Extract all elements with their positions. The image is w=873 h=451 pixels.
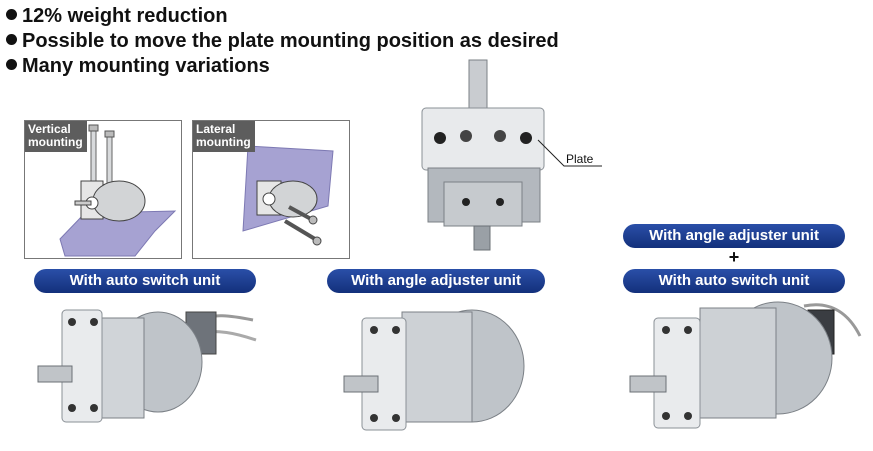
lateral-mounting-illustration [242, 145, 334, 246]
actuator-combo-image [629, 301, 862, 429]
feature-item: Possible to move the plate mounting posi… [6, 29, 559, 54]
actuator-angle-adjuster-image [343, 309, 525, 431]
rotary-actuator-plate-image [421, 59, 545, 251]
vertical-mounting-illustration [59, 124, 177, 257]
feature-item: 12% weight reduction [6, 4, 559, 29]
combo-auto-switch-badge: With auto switch unit [623, 269, 845, 293]
auto-switch-badge: With auto switch unit [34, 269, 256, 293]
combo-angle-adjuster-badge: With angle adjuster unit [623, 224, 845, 248]
lateral-mounting-label: Lateral mounting [193, 121, 255, 152]
plate-callout-label: Plate [566, 152, 594, 166]
bullet-icon [6, 9, 17, 20]
plus-icon: + [728, 247, 740, 267]
actuator-auto-switch-image [37, 309, 257, 423]
plate-callout-line [537, 139, 602, 167]
vertical-mounting-label: Vertical mounting [25, 121, 87, 152]
vertical-mounting-inset: Vertical mounting [24, 120, 182, 259]
bullet-icon [6, 59, 17, 70]
angle-adjuster-badge: With angle adjuster unit [327, 269, 545, 293]
feature-list: 12% weight reduction Possible to move th… [6, 4, 559, 79]
feature-item: Many mounting variations [6, 54, 559, 79]
bullet-icon [6, 34, 17, 45]
lateral-mounting-inset: Lateral mounting [192, 120, 350, 259]
